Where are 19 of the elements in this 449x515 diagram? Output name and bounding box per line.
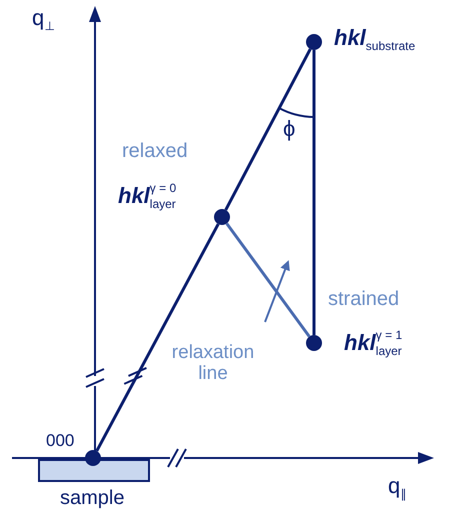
lattice-point [306, 335, 322, 351]
axis-label: q$_{⊥}$ [32, 6, 54, 30]
connector-line [224, 48, 312, 211]
annotation-text: relaxation line [160, 343, 266, 385]
point-label: sample [60, 487, 124, 509]
point-label: relaxed [122, 140, 188, 162]
lattice-point [306, 34, 322, 50]
lattice-point [85, 450, 101, 466]
angle-label: ϕ [283, 117, 296, 142]
axis-label: q$_{∥}$ [388, 474, 406, 498]
connector-line [226, 222, 310, 338]
arrow [264, 260, 290, 322]
point-label: 000 [46, 432, 74, 451]
sample-block [38, 459, 150, 482]
connector-line [95, 223, 220, 452]
connector-line [312, 50, 316, 335]
lattice-point [214, 209, 230, 225]
point-label: strained [328, 288, 400, 310]
reflection-label: hkl$_{substrate}$ [334, 26, 416, 50]
